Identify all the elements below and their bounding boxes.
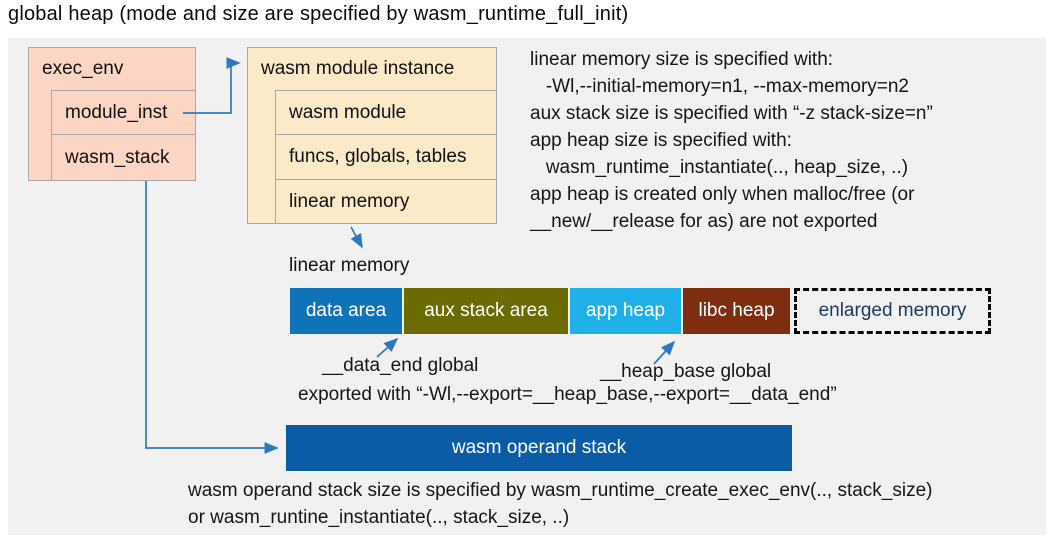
exec-env-header: exec_env [42,58,124,79]
notes-right: linear memory size is specified with: -W… [530,46,933,235]
wasm-module-instance-header: wasm module instance [261,58,455,79]
data-end-global-label: __data_end global [322,355,479,376]
exec-env-row-module-inst: module_inst [51,90,196,135]
note-line: app heap is created only when malloc/fre… [530,184,915,205]
notes-bottom: wasm operand stack size is specified by … [188,477,933,531]
note-line: wasm operand stack size is specified by … [188,480,933,501]
memory-segment-app-heap: app heap [570,288,681,334]
memory-segment-aux-stack-area: aux stack area [404,288,568,334]
note-line: linear memory size is specified with: [530,49,834,70]
exported-flags-label: exported with “-Wl,--export=__heap_base,… [298,384,837,405]
wasm-operand-stack-label: wasm operand stack [451,437,627,458]
note-line: app heap size is specified with: [530,130,792,151]
page-title: global heap (mode and size are specified… [8,3,629,25]
note-line: wasm_runtime_instantiate(.., heap_size, … [530,157,909,178]
memory-segment-libc-heap: libc heap [683,288,790,334]
exec-env-row-wasm-stack: wasm_stack [51,134,196,181]
note-line: __new/__release for as) are not exported [530,211,878,232]
instance-row-funcs-globals-tables: funcs, globals, tables [275,134,497,180]
note-line: or wasm_runtine_instantiate(.., stack_si… [188,507,570,528]
linear-memory-label: linear memory [289,255,410,276]
memory-segment-data-area: data area [290,288,402,334]
note-line: aux stack size is specified with “-z sta… [530,103,933,124]
memory-segment-enlarged-memory: enlarged memory [794,288,991,334]
instance-row-linear-memory: linear memory [275,179,497,224]
heap-base-global-label: __heap_base global [600,361,772,382]
wasm-operand-stack-bar: wasm operand stack [286,425,792,471]
instance-row-wasm-module: wasm module [275,90,497,135]
note-line: -Wl,--initial-memory=n1, --max-memory=n2 [530,76,909,97]
